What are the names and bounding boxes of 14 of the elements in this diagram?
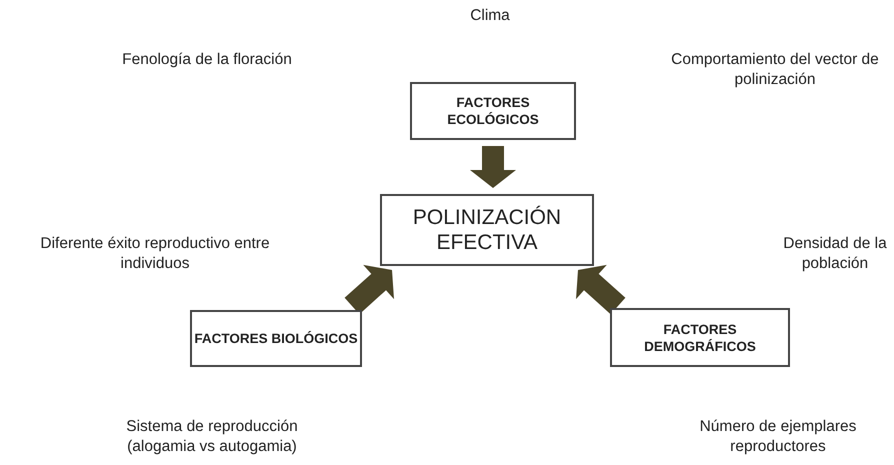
factor-box: FACTORES DEMOGRÁFICOS	[610, 308, 790, 367]
block-arrow	[344, 264, 394, 314]
factor-label: Fenología de la floración	[122, 50, 292, 70]
result-box: POLINIZACIÓN EFECTIVA	[380, 194, 594, 266]
factor-label: Diferente éxito reproductivo entre individuos	[39, 234, 271, 274]
factor-box: FACTORES BIOLÓGICOS	[190, 310, 362, 367]
factor-label: Sistema de reproducción (alogamia vs autogamia)	[125, 417, 299, 457]
factor-label: Número de ejemplares reproductores	[698, 417, 858, 457]
block-arrow	[470, 146, 516, 188]
factor-label: Densidad de la población	[782, 234, 888, 274]
factor-label: Comportamiento del vector de polinización	[670, 50, 880, 90]
factor-label: Clima	[469, 6, 511, 26]
block-arrow	[576, 264, 626, 314]
factor-box: FACTORES ECOLÓGICOS	[410, 82, 576, 140]
